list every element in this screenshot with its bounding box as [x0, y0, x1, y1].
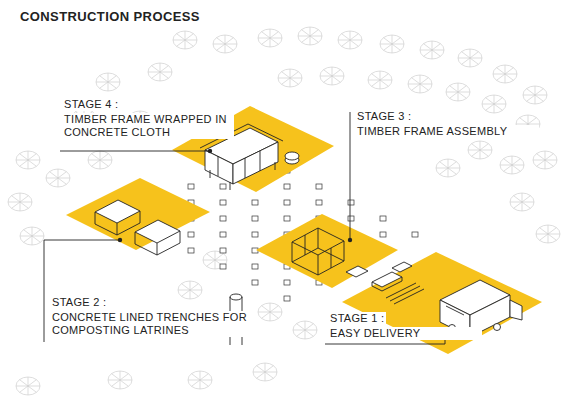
- platform: [256, 214, 398, 288]
- stage-heading: STAGE 2 :: [50, 296, 108, 309]
- stage-description: TIMBER FRAME WRAPPED IN CONCRETE CLOTH: [62, 113, 234, 139]
- stage-heading: STAGE 1 :: [328, 312, 386, 325]
- diagram-title: CONSTRUCTION PROCESS: [20, 10, 200, 23]
- stage-description: EASY DELIVERY: [328, 327, 482, 340]
- platform: [66, 178, 210, 250]
- leader-lines: [44, 112, 445, 344]
- tree-symbols: [8, 27, 560, 395]
- stage-heading: STAGE 3 :: [355, 110, 413, 123]
- stage-description: TIMBER FRAME ASSEMBLY: [355, 125, 539, 138]
- stage-heading: STAGE 4 :: [62, 98, 120, 111]
- leader-dots: [118, 149, 447, 336]
- post: [230, 294, 242, 300]
- stage-description: CONCRETE LINED TRENCHES FOR COMPOSTING L…: [50, 311, 249, 337]
